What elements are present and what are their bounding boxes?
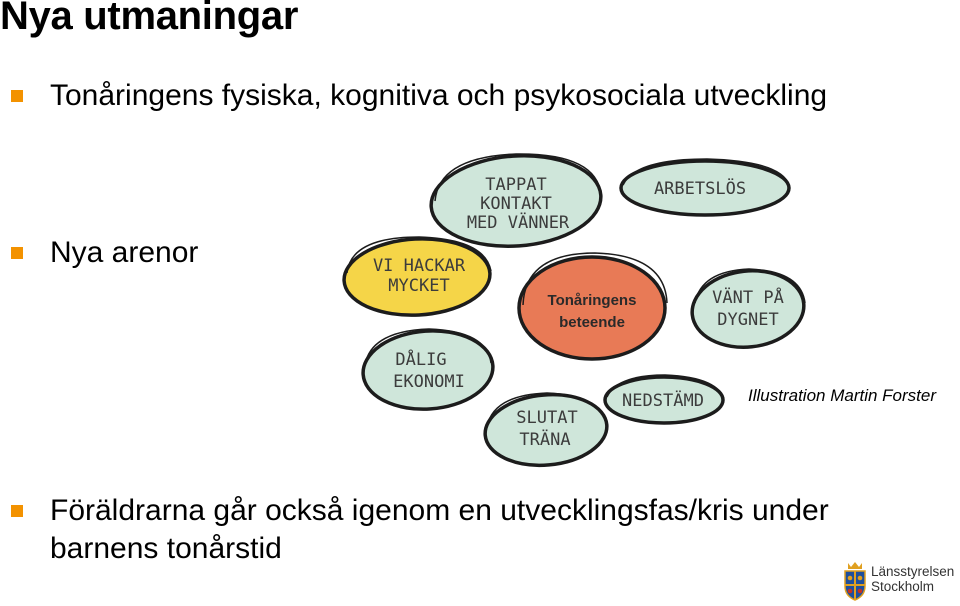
bubble-text: SLUTAT xyxy=(516,408,577,428)
bubble-tappat-kontakt: TAPPAT KONTAKT MED VÄNNER xyxy=(429,153,603,249)
illustration-credit: Illustration Martin Forster xyxy=(748,386,936,405)
bullet-marker xyxy=(11,247,23,259)
sketch-illustration: TAPPAT KONTAKT MED VÄNNER ARBETSLÖS VI H… xyxy=(342,153,806,468)
bubble-text: DYGNET xyxy=(717,310,778,330)
bubble-text: MED VÄNNER xyxy=(467,212,570,233)
logo-text-line1: Länsstyrelsen xyxy=(871,564,955,579)
bubble-vi-hackar: VI HACKAR MYCKET xyxy=(342,236,492,317)
bullet-marker xyxy=(11,505,23,517)
lansstyrelsen-logo: Länsstyrelsen Stockholm xyxy=(843,558,959,604)
bubble-text: ARBETSLÖS xyxy=(654,177,746,199)
bubble-tonaringens-beteende: Tonåringens beteende xyxy=(517,252,668,361)
bubble-text: VÄNT PÅ xyxy=(712,286,784,308)
bubble-text: TRÄNA xyxy=(519,429,570,450)
bubble-dalig-ekonomi: DÅLIG EKONOMI xyxy=(361,328,495,411)
center-text-line2: beteende xyxy=(559,314,625,331)
bullet-text-parents-cont: barnens tonårstid xyxy=(50,532,282,565)
bubble-text: NEDSTÄMD xyxy=(622,390,704,411)
bubble-text: EKONOMI xyxy=(393,372,465,392)
bubble-text: DÅLIG xyxy=(395,348,446,370)
bubble-text: MYCKET xyxy=(388,276,449,296)
crest-icon xyxy=(844,562,866,601)
bubble-text: TAPPAT xyxy=(485,175,546,195)
bubble-nedstamd: NEDSTÄMD xyxy=(603,374,725,425)
bubble-text: VI HACKAR xyxy=(373,256,466,276)
bubble-arbetslos: ARBETSLÖS xyxy=(619,158,791,217)
center-text-line1: Tonåringens xyxy=(548,292,637,309)
bubble-slutat-trana: SLUTAT TRÄNA xyxy=(483,392,609,468)
bubble-vant-pa-dygnet: VÄNT PÅ DYGNET xyxy=(690,268,806,349)
bubble-text: KONTAKT xyxy=(480,194,552,214)
bullet-text-parents: Föräldrarna går också igenom en utveckli… xyxy=(50,494,829,527)
bullet-text-development: Tonåringens fysiska, kognitiva och psyko… xyxy=(50,79,828,112)
bullet-text-arenas: Nya arenor xyxy=(50,236,199,269)
bullet-marker xyxy=(11,90,23,102)
slide-title: Nya utmaningar xyxy=(0,0,299,38)
logo-text-line2: Stockholm xyxy=(871,579,935,594)
